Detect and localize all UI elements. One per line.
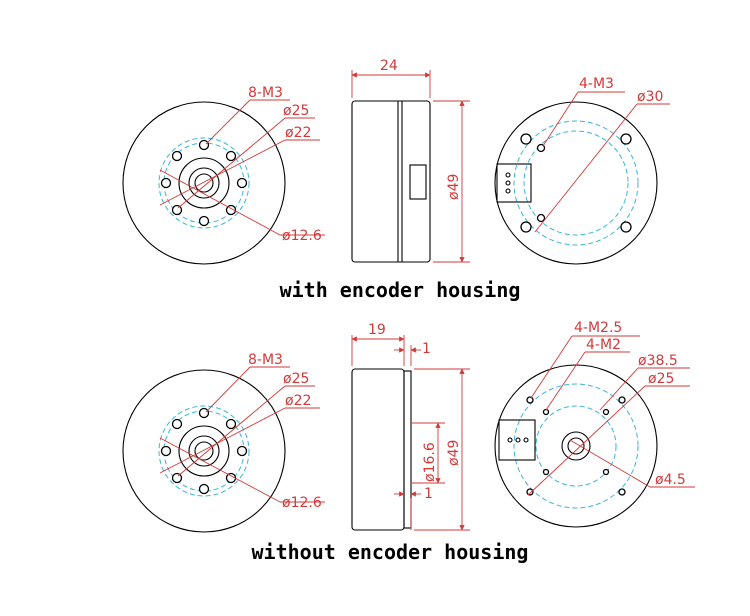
top-back-d30-label: ø30: [637, 89, 663, 105]
caption-with-encoder: with encoder housing: [279, 278, 521, 302]
bottom-front-view: 8-M3 ø25 ø22 ø12.6: [122, 352, 325, 533]
bottom-front-d126-label: ø12.6: [282, 495, 322, 511]
bottom-side-step-bottom-label: 1: [424, 486, 433, 502]
bottom-back-holes-a-label: 4-M2.5: [574, 320, 622, 336]
top-front-d25-label: ø25: [283, 103, 309, 119]
top-side-view: 24 ø49: [351, 58, 470, 263]
bottom-back-d25-label: ø25: [648, 371, 674, 387]
caption-without-encoder: without encoder housing: [251, 540, 529, 564]
bottom-side-step-top-label: 1: [422, 341, 431, 357]
bottom-front-d25-label: ø25: [283, 371, 309, 387]
bottom-front-d22-label: ø22: [285, 393, 311, 409]
top-front-view: 8-M3 ø25 ø22 ø12.6: [122, 85, 325, 265]
top-back-view: 4-M3 ø30: [494, 76, 670, 265]
bottom-side-inner-label: ø16.6: [422, 442, 438, 482]
top-front-d126-label: ø12.6: [282, 228, 322, 244]
bottom-back-d385-label: ø38.5: [638, 353, 678, 369]
bottom-back-view: 4-M2.5 4-M2 ø38.5 ø25 ø4.5: [494, 320, 695, 528]
bottom-side-view: 19 1 1 ø16.6 ø49: [351, 322, 470, 531]
top-side-width-label: 24: [380, 58, 398, 74]
bottom-side-width-label: 19: [368, 322, 386, 338]
top-front-holes-label: 8-M3: [248, 85, 283, 101]
bottom-back-d45-label: ø4.5: [655, 472, 686, 488]
top-side-diameter-label: ø49: [446, 174, 462, 200]
bottom-front-holes-label: 8-M3: [248, 352, 283, 368]
bottom-side-diameter-label: ø49: [446, 440, 462, 466]
top-back-holes-label: 4-M3: [579, 76, 614, 92]
bottom-back-holes-b-label: 4-M2: [586, 337, 621, 353]
top-front-d22-label: ø22: [285, 125, 311, 141]
